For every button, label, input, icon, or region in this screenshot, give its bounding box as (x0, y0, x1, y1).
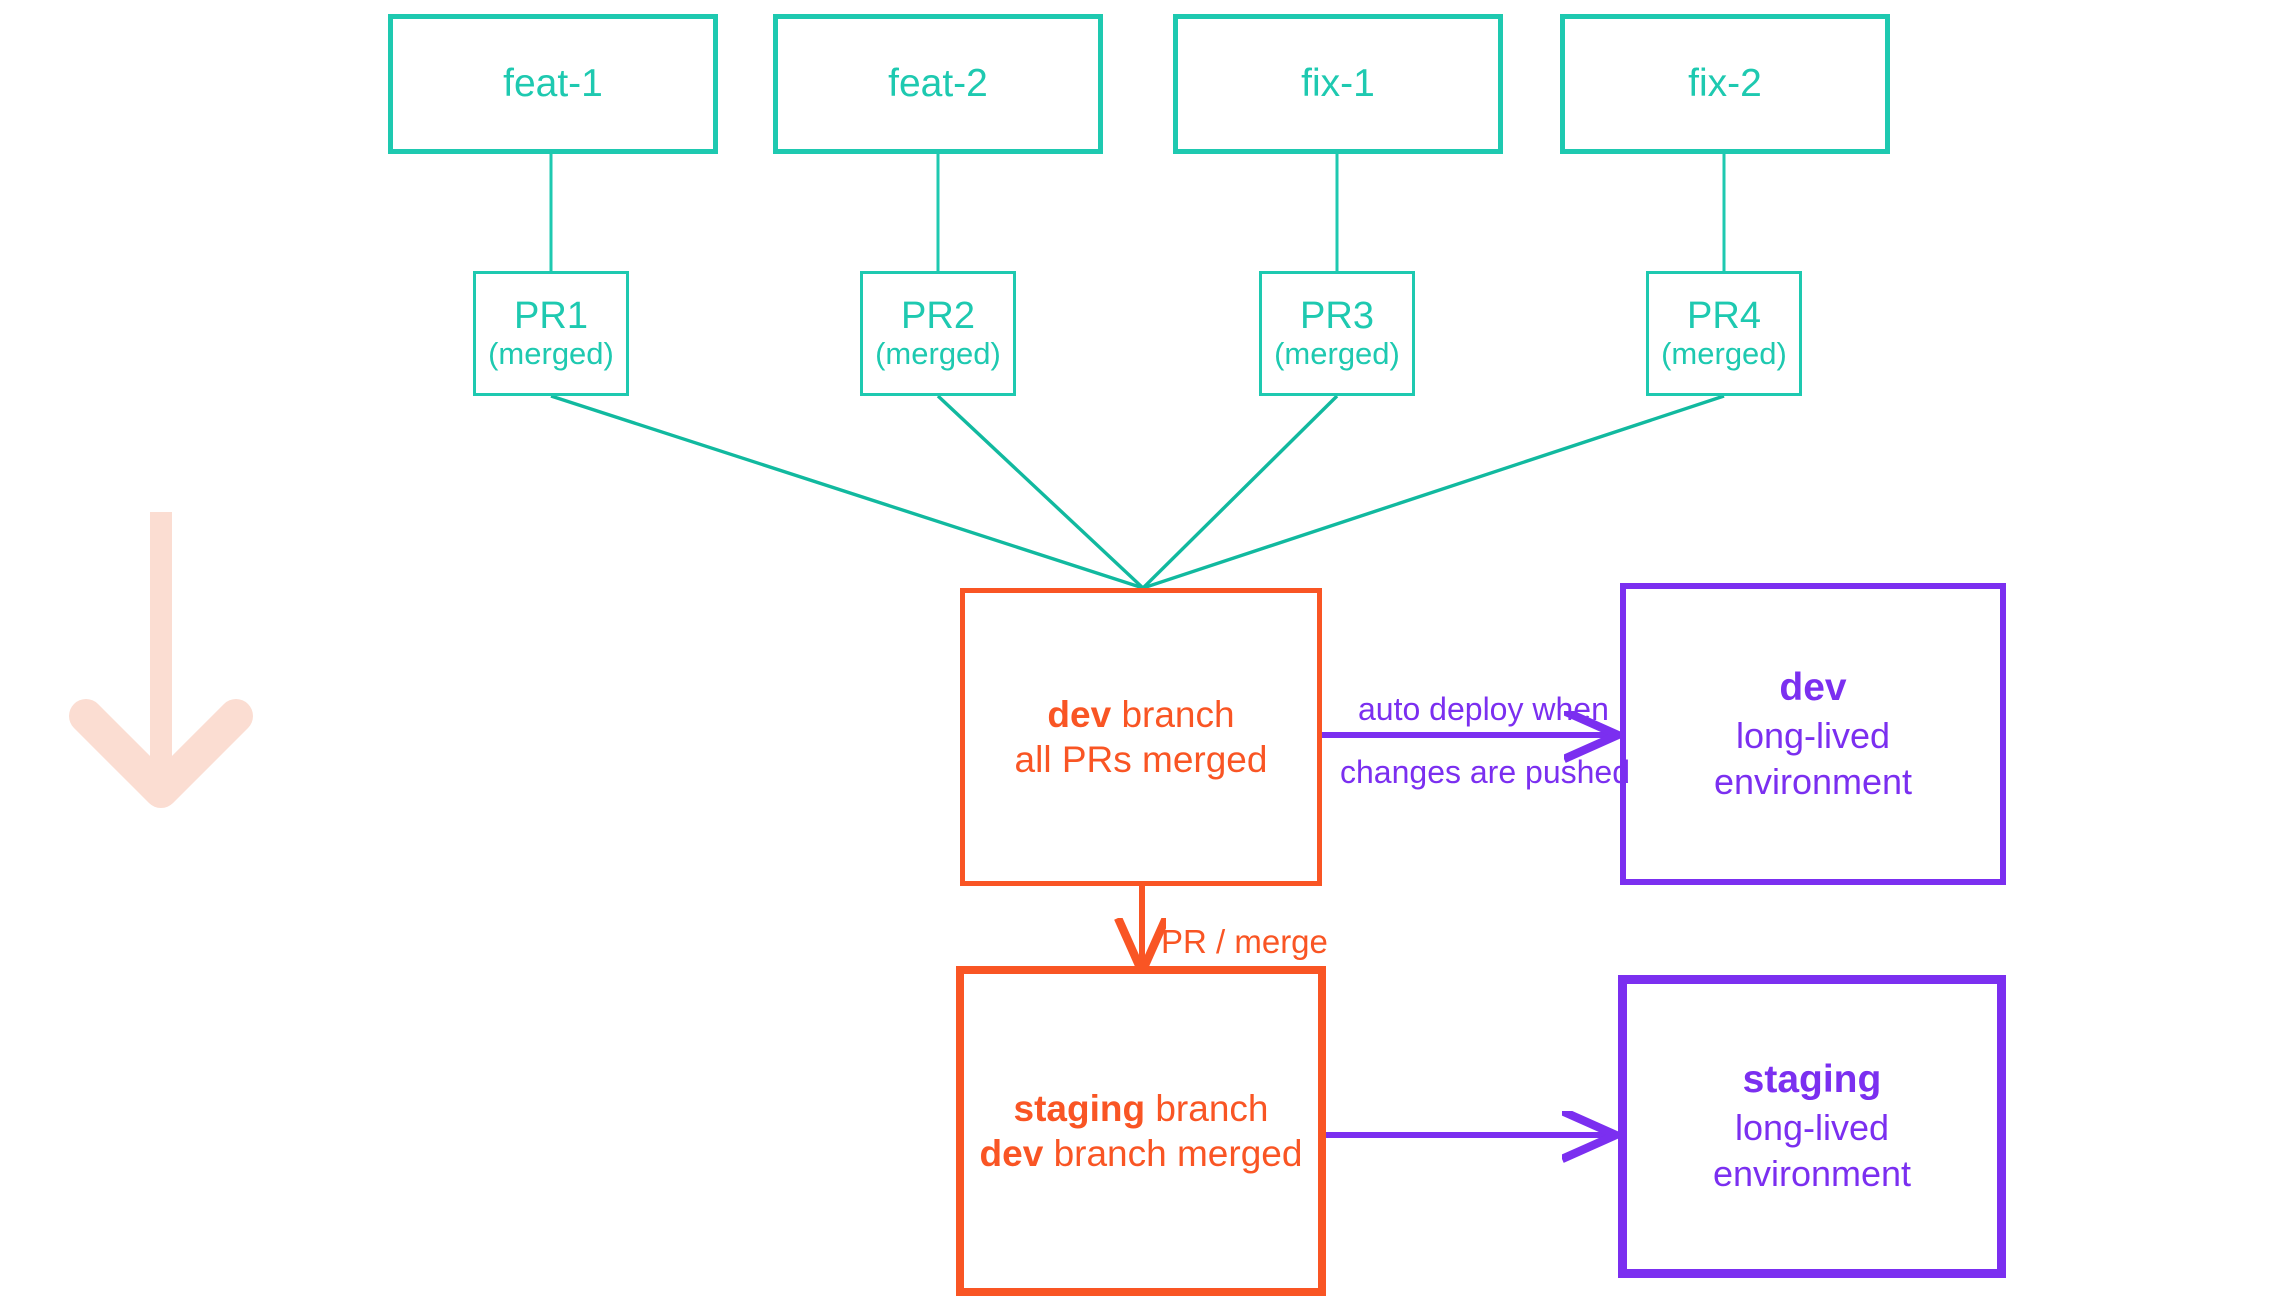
down-arrow-icon (69, 512, 253, 808)
branch-box-fix-2[interactable]: fix-2 (1560, 14, 1890, 154)
branch-label: fix-1 (1301, 62, 1375, 105)
branch-box-feat-2[interactable]: feat-2 (773, 14, 1103, 154)
branch-label: feat-1 (503, 62, 603, 105)
pr-status: (merged) (488, 336, 614, 372)
branch-label: feat-2 (888, 62, 988, 105)
dev-environment-sub-2: environment (1713, 760, 1913, 802)
pr-status: (merged) (1274, 336, 1400, 372)
pr-merge-label: PR / merge (1161, 923, 1328, 960)
staging-branch-subtitle-bold: dev (979, 1133, 1044, 1174)
dev-branch-suffix: branch (1111, 693, 1235, 735)
staging-environment-sub-1: long-lived (1734, 1107, 1890, 1149)
pr-title: PR1 (514, 295, 588, 338)
dev-branch-subtitle: all PRs merged (1014, 739, 1268, 780)
dev-branch-node[interactable]: dev branch all PRs merged (960, 588, 1322, 886)
branch-box-feat-1[interactable]: feat-1 (388, 14, 718, 154)
pr-box-2[interactable]: PR2 (merged) (860, 271, 1016, 396)
pr-title: PR4 (1687, 295, 1761, 338)
staging-branch-name: staging (1013, 1087, 1146, 1129)
dev-branch-title: dev branch (1047, 692, 1234, 737)
pr-title: PR2 (901, 295, 975, 338)
dev-environment-name: dev (1779, 665, 1847, 709)
pr-status: (merged) (1661, 336, 1787, 372)
pr-title: PR3 (1300, 295, 1374, 338)
dev-branch-name: dev (1047, 693, 1112, 735)
staging-environment-sub-2: environment (1712, 1153, 1912, 1195)
pr-box-4[interactable]: PR4 (merged) (1646, 271, 1802, 396)
staging-environment-node[interactable]: staging long-lived environment (1618, 975, 2006, 1278)
branch-label: fix-2 (1688, 62, 1762, 105)
branch-box-fix-1[interactable]: fix-1 (1173, 14, 1503, 154)
dev-environment-sub-1: long-lived (1735, 714, 1891, 756)
pr-to-dev-connectors (550, 394, 1725, 590)
auto-deploy-label-top: auto deploy when (1358, 691, 1609, 727)
dev-environment-node[interactable]: dev long-lived environment (1620, 583, 2006, 885)
staging-environment-name: staging (1742, 1058, 1882, 1102)
staging-branch-title: staging branch (1014, 1086, 1269, 1131)
staging-branch-suffix: branch (1145, 1087, 1269, 1129)
branch-to-pr-connectors (549, 105, 1726, 271)
pr-status: (merged) (875, 336, 1001, 372)
staging-branch-node[interactable]: staging branch dev branch merged (956, 966, 1326, 1296)
auto-deploy-label-bottom: changes are pushed (1340, 754, 1630, 790)
staging-branch-subtitle-rest: branch merged (1043, 1133, 1303, 1174)
pr-box-3[interactable]: PR3 (merged) (1259, 271, 1415, 396)
pr-box-1[interactable]: PR1 (merged) (473, 271, 629, 396)
staging-branch-subtitle: dev branch merged (980, 1131, 1303, 1176)
